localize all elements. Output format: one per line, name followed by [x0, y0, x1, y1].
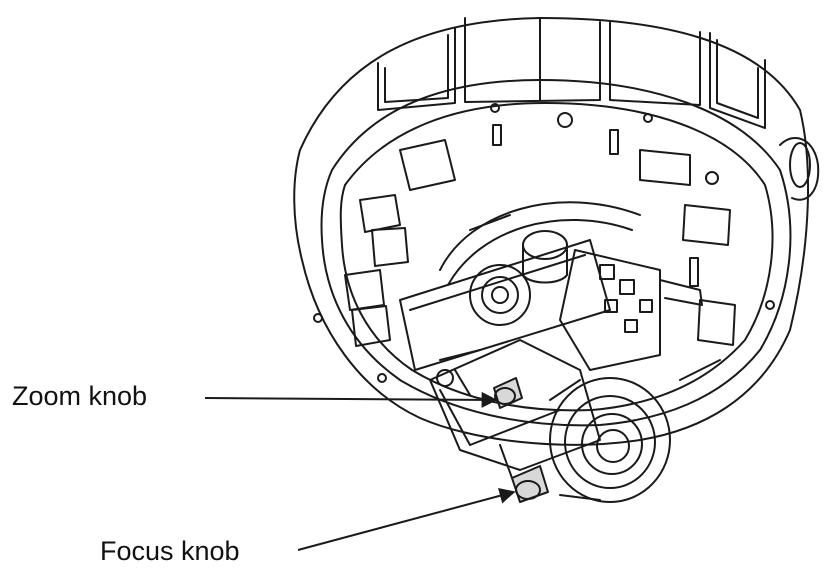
rim-screws — [313, 103, 775, 383]
focus-knob-arrow — [297, 488, 516, 551]
mounting-posts — [492, 124, 699, 287]
front-lens — [549, 377, 671, 503]
circuit-board — [559, 249, 703, 371]
zoom-knob-label: Zoom knob — [12, 381, 148, 411]
lens-bracket — [399, 239, 611, 371]
focus-knob — [499, 444, 549, 503]
housing-top-panels — [377, 17, 766, 129]
gimbal-arc — [439, 201, 641, 286]
zoom-knob-arrow — [204, 391, 498, 408]
pan-mechanism — [522, 230, 568, 284]
conduit-boss — [779, 136, 820, 201]
right-brackets — [639, 149, 736, 346]
inner-details — [436, 214, 721, 396]
zoom-knob — [493, 377, 523, 409]
left-brackets — [344, 139, 456, 347]
focus-knob-label: Focus knob — [100, 536, 240, 566]
callout-arrows — [204, 391, 516, 551]
